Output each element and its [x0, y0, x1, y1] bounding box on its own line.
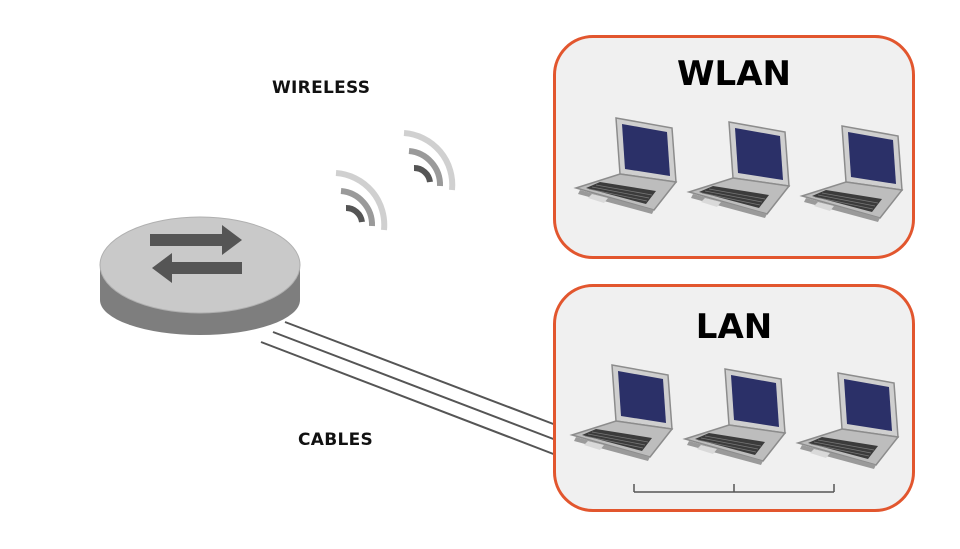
wifi-signal-icon: [403, 130, 456, 191]
wlan-panel: WLAN: [553, 35, 915, 259]
laptop-icon: [571, 364, 673, 462]
wifi-signal-icon: [335, 170, 388, 231]
wlan-title: WLAN: [677, 54, 791, 94]
laptop-icon: [797, 372, 899, 470]
lan-title: LAN: [695, 307, 773, 347]
laptop-icon: [684, 368, 786, 466]
cable-icon: [260, 321, 557, 456]
cables-label: CABLES: [298, 430, 374, 450]
wlan-laptops: [575, 117, 903, 223]
router-icon: [99, 216, 301, 335]
wireless-label: WIRELESS: [272, 78, 371, 98]
laptop-icon: [801, 125, 903, 223]
lan-bus-line: [633, 484, 835, 493]
laptop-icon: [688, 121, 790, 219]
lan-panel: LAN: [553, 284, 915, 512]
lan-laptops: [571, 364, 899, 493]
laptop-icon: [575, 117, 677, 215]
